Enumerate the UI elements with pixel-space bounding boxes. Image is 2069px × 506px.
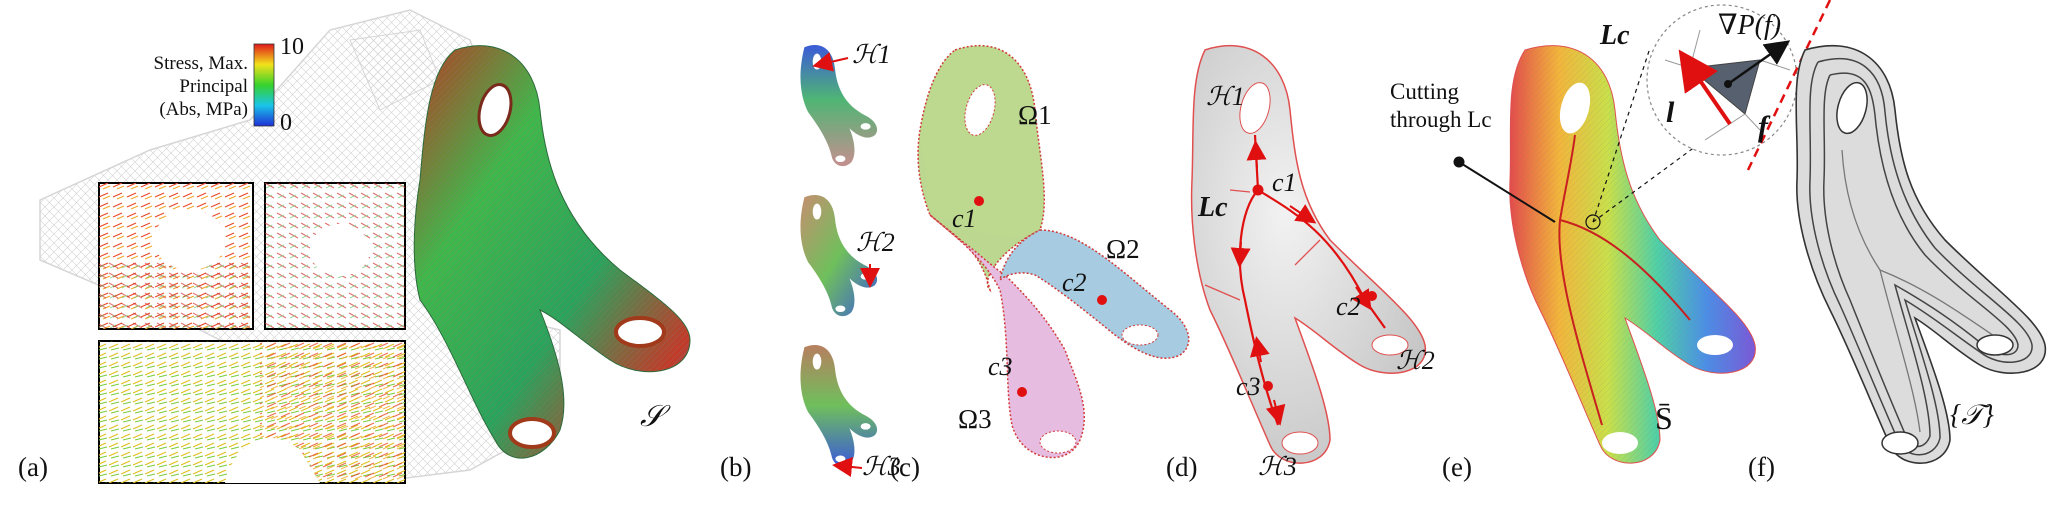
label-H1-b: ℋ1: [852, 40, 891, 69]
label-Omega3: Ω3: [958, 404, 992, 434]
panel-label-c: (c): [890, 452, 920, 482]
cutting-annotation-line-1: Cutting: [1390, 79, 1460, 104]
symbol-S: 𝒮: [640, 400, 664, 433]
colorbar-title-line-3: (Abs, MPa): [159, 99, 248, 120]
label-c1-c: c1: [952, 204, 977, 233]
colorbar-max-label: 10: [280, 34, 304, 60]
label-f-bold: f: [1758, 110, 1768, 143]
label-c1-d: c1: [1272, 168, 1297, 197]
colorbar-min-label: 0: [280, 110, 292, 136]
panel-f-toolpaths: [1795, 45, 2046, 464]
label-gradP: ∇P(f): [1718, 10, 1782, 41]
panel-b-geodesic-shapes: [800, 44, 880, 477]
label-c3-c: c3: [988, 352, 1013, 381]
panel-label-e: (e): [1442, 452, 1472, 482]
colorbar-title-line-1: Stress, Max.: [153, 53, 248, 74]
panel-e-distance-field: [1509, 45, 1756, 464]
inset-1: [98, 182, 254, 330]
label-Lc-e: Lc: [1600, 20, 1630, 51]
colorbar-title-line-2: Principal: [179, 76, 248, 97]
panel-label-b: (b): [720, 452, 752, 482]
panel-label-f: (f): [1748, 452, 1775, 482]
inset-3: [98, 340, 406, 484]
label-c2-d: c2: [1336, 292, 1361, 321]
cutting-annotation-line-2: through Lc: [1390, 107, 1492, 132]
label-c2-c: c2: [1062, 268, 1087, 297]
inset-2: [264, 182, 406, 330]
panel-a-stress-surface: [413, 45, 691, 459]
label-Lc-d: Lc: [1198, 192, 1228, 223]
cutting-annotation: Cutting through Lc: [1390, 78, 1492, 134]
symbol-S-bar: S̄: [1655, 400, 1673, 436]
label-H3-d: ℋ3: [1258, 452, 1297, 481]
panel-c-segmented-surface: [917, 45, 1190, 459]
panel-label-a: (a): [18, 452, 48, 482]
label-l-vec: l⃗: [1666, 96, 1698, 129]
label-c3-d: c3: [1236, 372, 1261, 401]
label-H2-b: ℋ2: [856, 228, 895, 257]
label-H2-d: ℋ2: [1396, 346, 1435, 375]
symbol-T-set: {𝒯}: [1950, 400, 1994, 431]
label-Omega2: Ω2: [1106, 234, 1140, 264]
panel-d-skeleton-surface: [1190, 45, 1426, 464]
cutting-annotation-pointer: [1453, 156, 1556, 223]
panel-label-d: (d): [1166, 452, 1198, 482]
label-H3-b: ℋ3: [862, 452, 901, 481]
label-H1-d: ℋ1: [1206, 82, 1245, 111]
label-Omega1: Ω1: [1018, 100, 1052, 130]
stress-colorbar: [253, 43, 275, 127]
colorbar-title: Stress, Max. Principal (Abs, MPa): [108, 52, 248, 121]
